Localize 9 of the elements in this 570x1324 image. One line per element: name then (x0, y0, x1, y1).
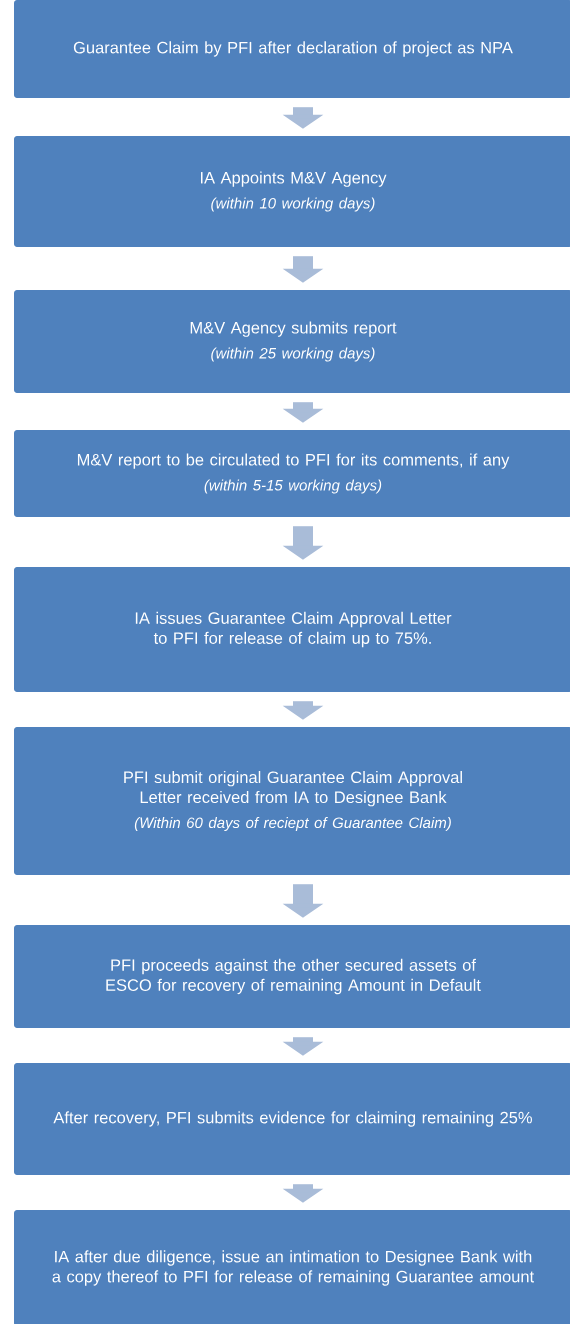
process-box: After recovery, PFI submits evidence for claiming remaining 25% (14, 1063, 570, 1175)
process-box: IA Appoints M&V Agency (within 10 working days) (14, 136, 570, 247)
process-box: M&V Agency submits report (within 25 working days) (14, 290, 570, 393)
process-box: IA issues Guarantee Claim Approval Letter to PFI for release of claim up to 75%. (14, 567, 570, 692)
process-box: PFI submit original Guarantee Claim Approval Letter received from IA to Designee Bank (Within 60 days of reciept of Guarantee Claim) (14, 727, 570, 875)
process-box: IA after due diligence, issue an intimation to Designee Bank with a copy thereof to PFI for release of remaining Guarantee amount (14, 1210, 570, 1324)
process-box: PFI proceeds against the other secured assets of ESCO for recovery of remaining Amount in Default (14, 925, 570, 1028)
process-box: M&V report to be circulated to PFI for its comments, if any (within 5-15 working days) (14, 430, 570, 517)
process-box: Guarantee Claim by PFI after declaration of project as NPA (14, 0, 570, 98)
